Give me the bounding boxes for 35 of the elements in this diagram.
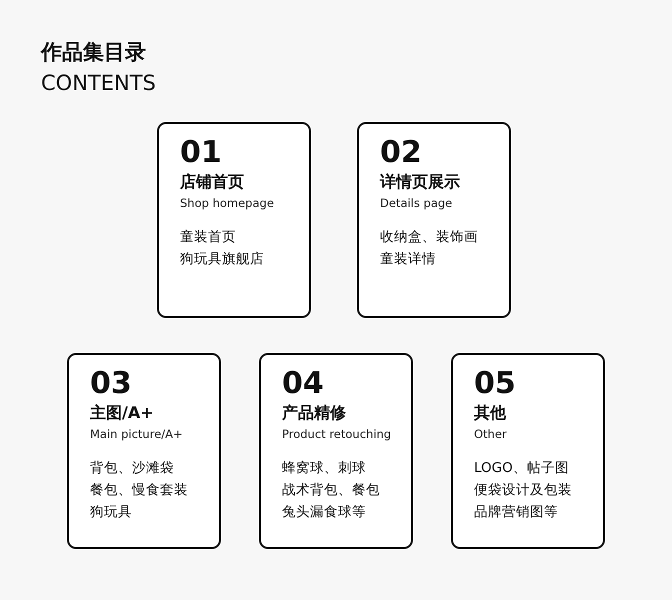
section-title: 详情页展示 bbox=[380, 172, 460, 193]
item-text: 收纳盒、装饰画 bbox=[380, 228, 478, 246]
section-number: 02 bbox=[380, 138, 422, 168]
item-text: 品牌营销图等 bbox=[474, 503, 558, 521]
page-subtitle: CONTENTS bbox=[41, 71, 156, 95]
section-number: 04 bbox=[282, 369, 324, 399]
section-card bbox=[259, 353, 413, 549]
section-subtitle: Main picture/A+ bbox=[90, 427, 183, 441]
section-number: 03 bbox=[90, 369, 132, 399]
section-title: 店铺首页 bbox=[180, 172, 244, 193]
item-text: LOGO、帖子图 bbox=[474, 459, 569, 477]
section-number: 01 bbox=[180, 138, 222, 168]
item-text: 狗玩具 bbox=[90, 503, 132, 521]
item-text: 兔头漏食球等 bbox=[282, 503, 366, 521]
item-text: 餐包、慢食套装 bbox=[90, 481, 188, 499]
item-text: 狗玩具旗舰店 bbox=[180, 250, 264, 268]
section-subtitle: Shop homepage bbox=[180, 196, 274, 210]
section-card bbox=[357, 122, 511, 318]
section-subtitle: Product retouching bbox=[282, 427, 392, 441]
item-text: 童装首页 bbox=[180, 228, 236, 246]
item-text: 蜂窝球、刺球 bbox=[282, 459, 366, 477]
section-number: 05 bbox=[474, 369, 516, 399]
section-subtitle: Details page bbox=[380, 196, 452, 210]
section-title: 产品精修 bbox=[282, 403, 346, 424]
section-card bbox=[67, 353, 221, 549]
section-title: 主图/A+ bbox=[90, 403, 154, 424]
item-text: 背包、沙滩袋 bbox=[90, 459, 174, 477]
item-text: 童装详情 bbox=[380, 250, 436, 268]
item-text: 便袋设计及包装 bbox=[474, 481, 572, 499]
page-title: 作品集目录 bbox=[41, 39, 146, 66]
section-subtitle: Other bbox=[474, 427, 507, 441]
section-card bbox=[451, 353, 605, 549]
item-text: 战术背包、餐包 bbox=[282, 481, 380, 499]
section-title: 其他 bbox=[474, 403, 506, 424]
section-card bbox=[157, 122, 311, 318]
